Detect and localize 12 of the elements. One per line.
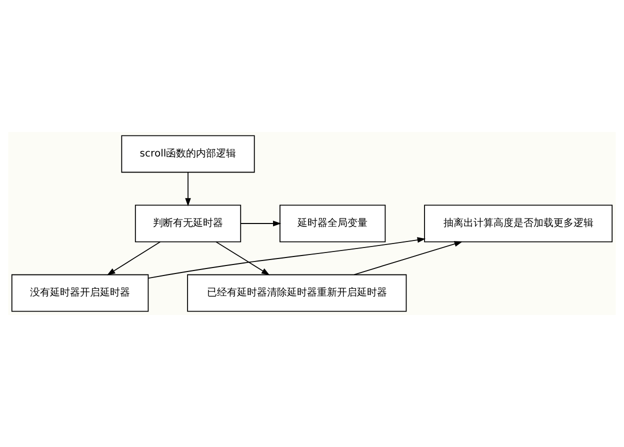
arrow	[106, 241, 161, 276]
arrow	[240, 220, 282, 226]
node-box: 延时器全局变量	[280, 204, 386, 242]
node-box: 没有延时器开启延时器	[11, 274, 149, 312]
node-box: 判断有无延时器	[134, 204, 242, 242]
arrow	[354, 241, 463, 276]
node-box: 已经有延时器清除延时器重新开启延时器	[187, 274, 407, 312]
node-box: 抽离出计算高度是否加载更多逻辑	[424, 204, 613, 242]
arrow	[148, 237, 426, 279]
arrow	[185, 172, 191, 206]
node-box: scroll函数的内部逻辑	[121, 135, 255, 173]
arrow	[216, 241, 270, 276]
